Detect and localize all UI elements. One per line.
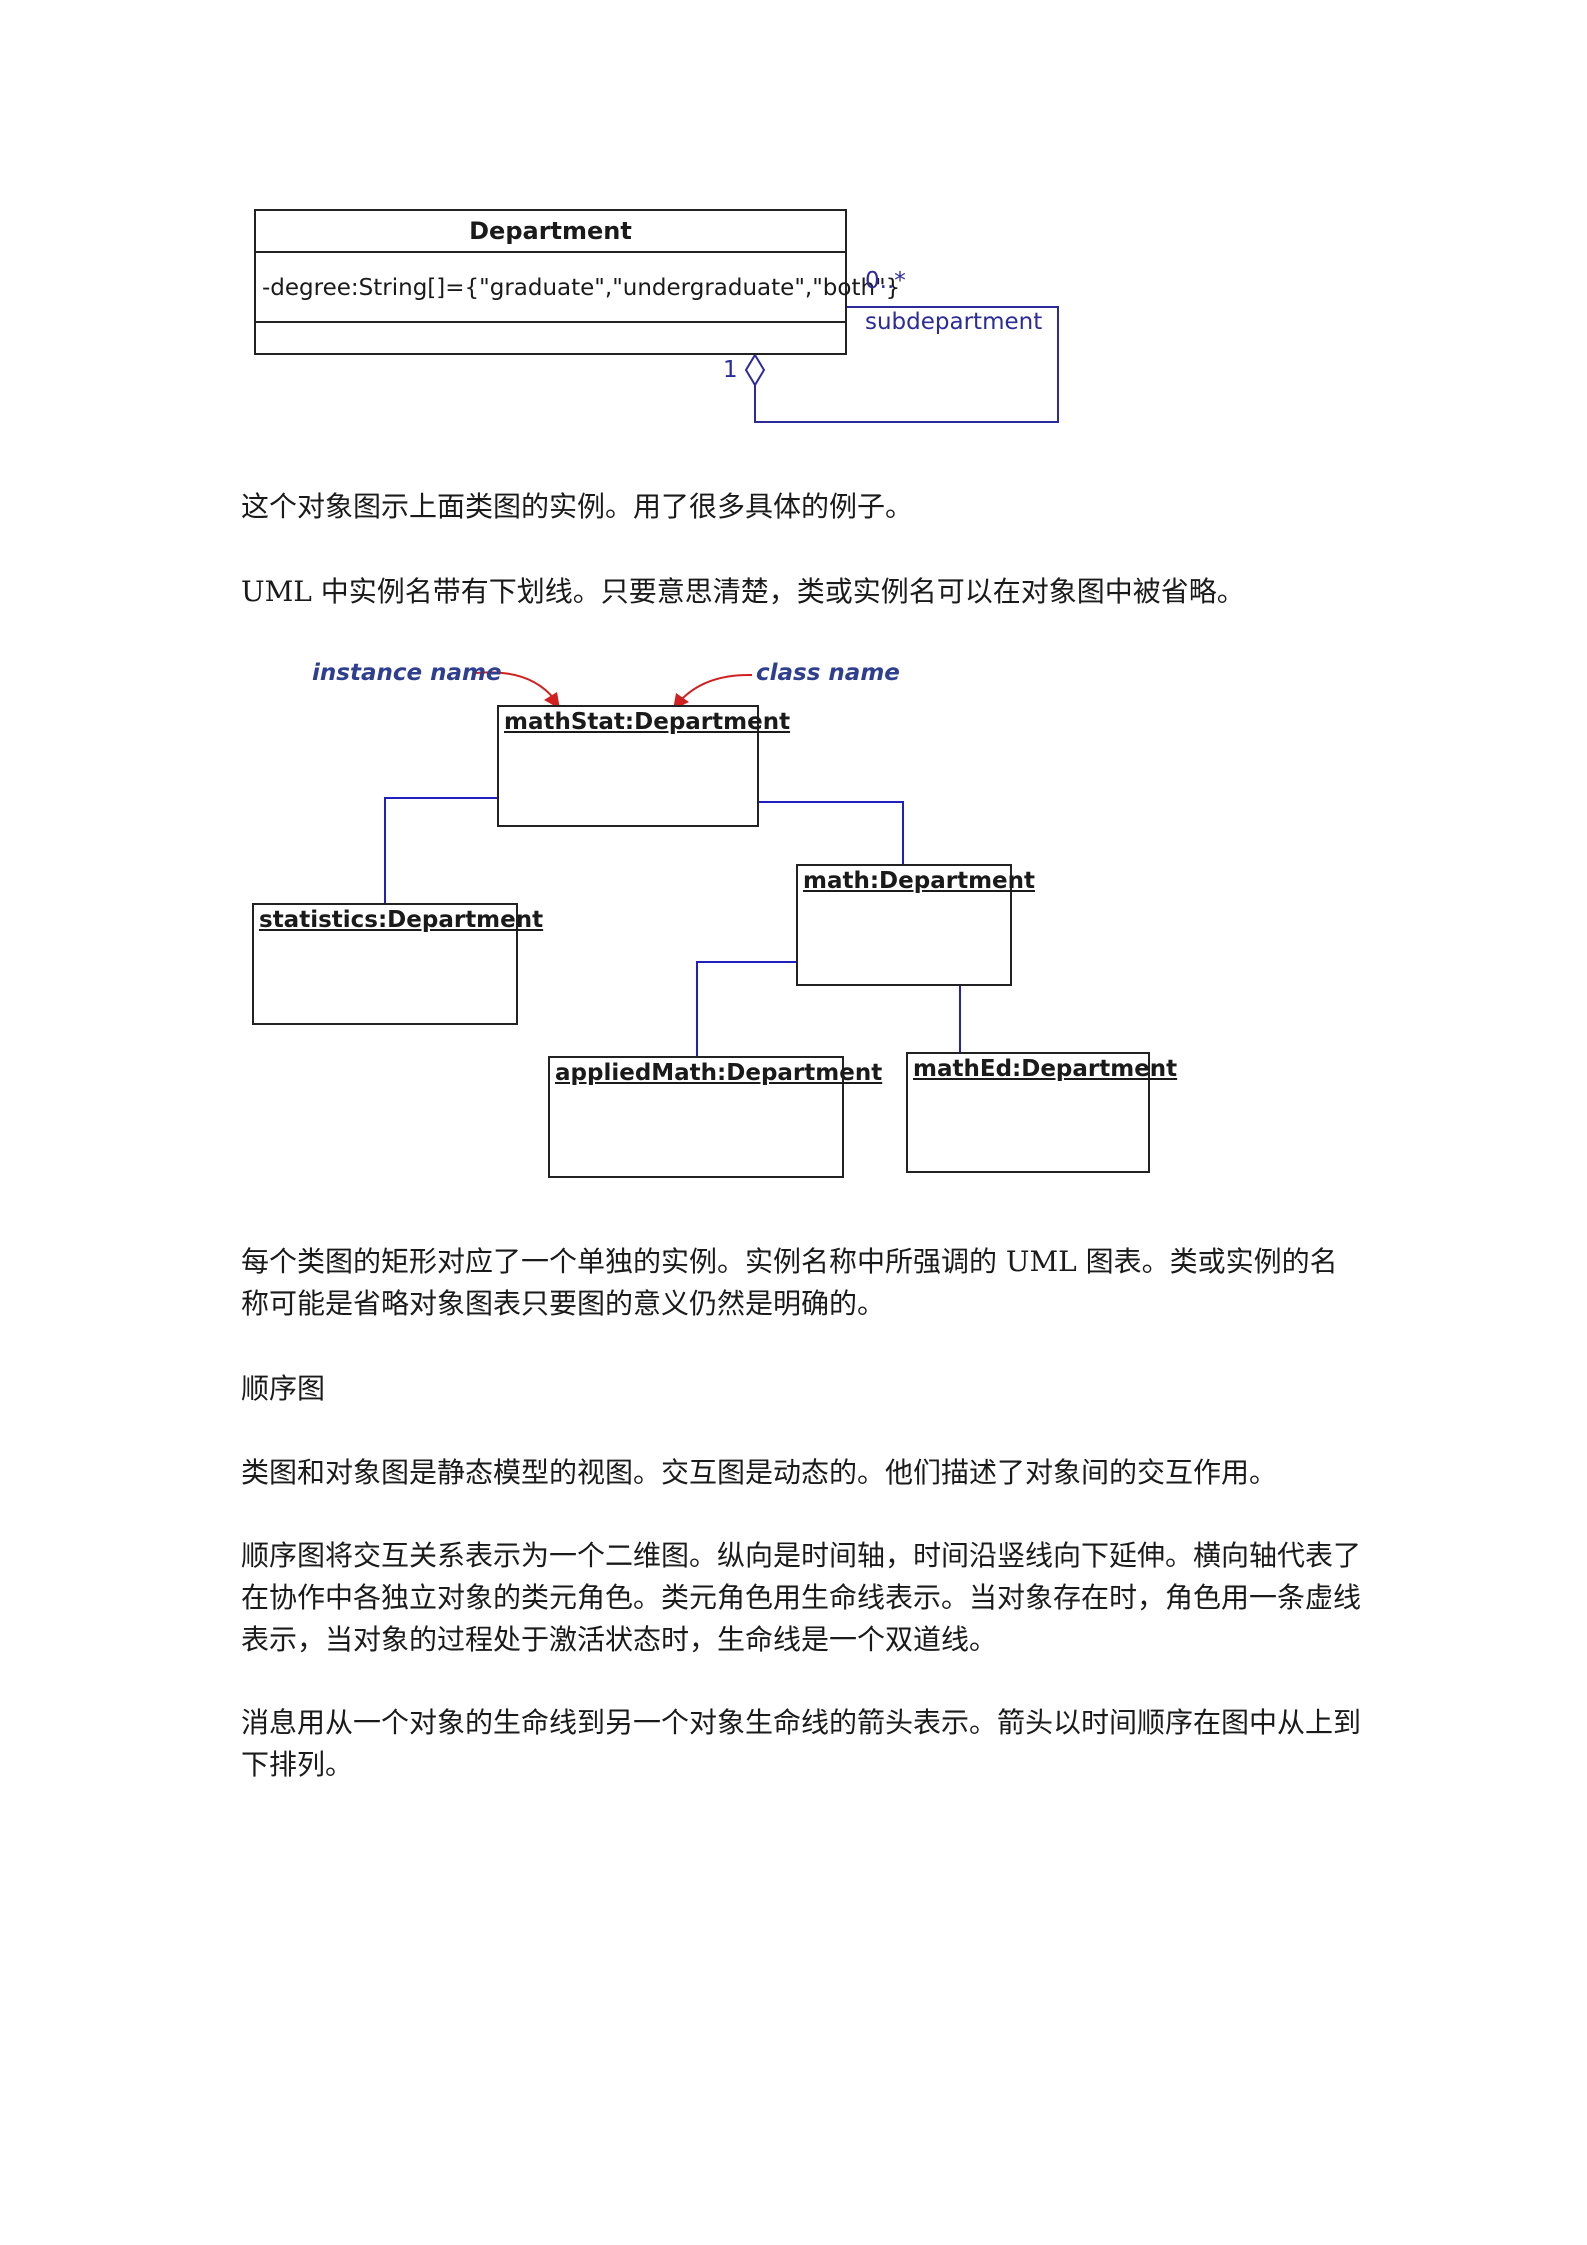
class-attribute: -degree:String[]={"graduate","undergradu… <box>256 253 900 323</box>
paragraph-6: 顺序图将交互关系表示为一个二维图。纵向是时间轴，时间沿竖线向下延伸。横向轴代表了… <box>241 1539 1362 1656</box>
multiplicity-one-label: 1 <box>723 357 738 383</box>
object-mathed: mathEd:Department <box>906 1052 1178 1173</box>
object-mathstat: mathStat:Department <box>497 705 791 827</box>
instance-name-arrowhead <box>544 692 560 709</box>
paragraph-2: UML 中实例名带有下划线。只要意思清楚，类或实例名可以在对象图中被省略。 <box>241 575 1245 608</box>
class-name: Department <box>256 211 845 253</box>
paragraph-5: 类图和对象图是静态模型的视图。交互图是动态的。他们描述了对象间的交互作用。 <box>241 1456 1278 1489</box>
object-name: appliedMath:Department <box>555 1060 883 1086</box>
object-name: mathStat:Department <box>504 709 791 735</box>
object-name: mathEd:Department <box>913 1056 1178 1082</box>
object-name: statistics:Department <box>259 907 544 933</box>
paragraph-7: 消息用从一个对象的生命线到另一个对象生命线的箭头表示。箭头以时间顺序在图中从上到… <box>241 1706 1362 1781</box>
object-math: math:Department <box>796 864 1035 986</box>
instance-name-arrow <box>475 671 556 701</box>
self-association-line <box>754 306 1059 423</box>
aggregation-diamond <box>744 353 766 387</box>
object-statistics: statistics:Department <box>252 903 544 1025</box>
link-math-appliedmath <box>696 961 796 1056</box>
section-heading-sequence-diagram: 顺序图 <box>241 1372 326 1405</box>
role-label: subdepartment <box>865 309 1043 335</box>
object-appliedmath: appliedMath:Department <box>548 1056 883 1178</box>
multiplicity-many-label: 0..* <box>865 268 906 294</box>
paragraph-3: 每个类图的矩形对应了一个单独的实例。实例名称中所强调的 UML 图表。类或实例的… <box>241 1245 1338 1320</box>
paragraph-1: 这个对象图示上面类图的实例。用了很多具体的例子。 <box>241 490 914 523</box>
diagram-connectors <box>384 306 1059 1056</box>
class-name-arrow <box>679 673 753 702</box>
link-mathstat-math <box>759 801 904 864</box>
instance-name-callout: instance name <box>312 660 502 686</box>
department-class-box: Department -degree:String[]={"graduate",… <box>254 209 900 355</box>
object-name: math:Department <box>803 868 1035 894</box>
class-name-callout: class name <box>756 660 900 686</box>
link-mathstat-statistics <box>384 797 497 903</box>
